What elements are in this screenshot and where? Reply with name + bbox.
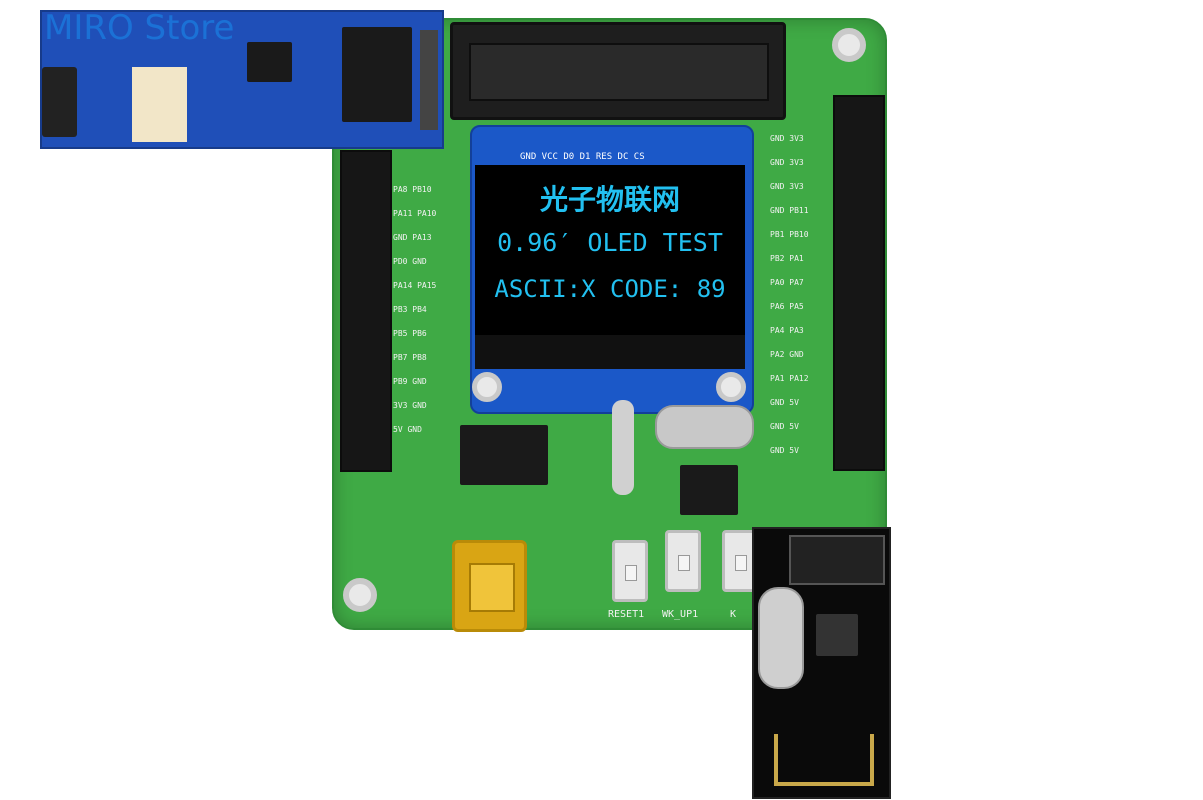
module-chip-large (342, 27, 412, 122)
mount-hole-top-right (832, 28, 866, 62)
module-resistor-array (132, 67, 187, 142)
module-chip-small (247, 42, 292, 82)
right-pin-header (833, 95, 885, 471)
wk-up-button-label: WK_UP1 (662, 609, 699, 620)
nrf-wireless-module (752, 527, 891, 799)
box-header-connector (450, 22, 786, 120)
store-watermark: MIRO Store (44, 8, 235, 48)
nrf-crystal (758, 587, 804, 689)
mount-hole-bottom-left (343, 578, 377, 612)
oled-line-test: 0.96′ OLED TEST (497, 228, 723, 257)
reset-button (612, 540, 648, 602)
module-side-header (420, 30, 438, 130)
oled-pin-labels: GND VCC D0 D1 RES DC CS (520, 152, 645, 162)
mini-usb-port (452, 540, 527, 632)
oled-mount-hole-left (472, 372, 502, 402)
nrf-chip (816, 614, 858, 656)
nrf-pin-header (789, 535, 885, 585)
oled-mount-hole-right (716, 372, 746, 402)
oled-screen (475, 165, 745, 335)
oled-line-ascii: ASCII:X CODE: 89 (494, 275, 726, 303)
oled-line-title: 光子物联网 (539, 183, 680, 216)
voltage-regulator-chip (460, 425, 548, 485)
crystal-oscillator (655, 405, 754, 449)
wk-up-button (665, 530, 701, 592)
left-pin-header (340, 150, 392, 472)
reset-button-label: RESET1 (608, 609, 645, 620)
nrf-pcb-antenna (774, 734, 874, 786)
module-pin-connector (42, 67, 77, 137)
small-crystal (612, 400, 634, 495)
blue-sensor-module (40, 10, 444, 149)
oled-flex-cable (475, 335, 745, 369)
key-button-label: K (730, 609, 737, 620)
eeprom-chip (680, 465, 738, 515)
